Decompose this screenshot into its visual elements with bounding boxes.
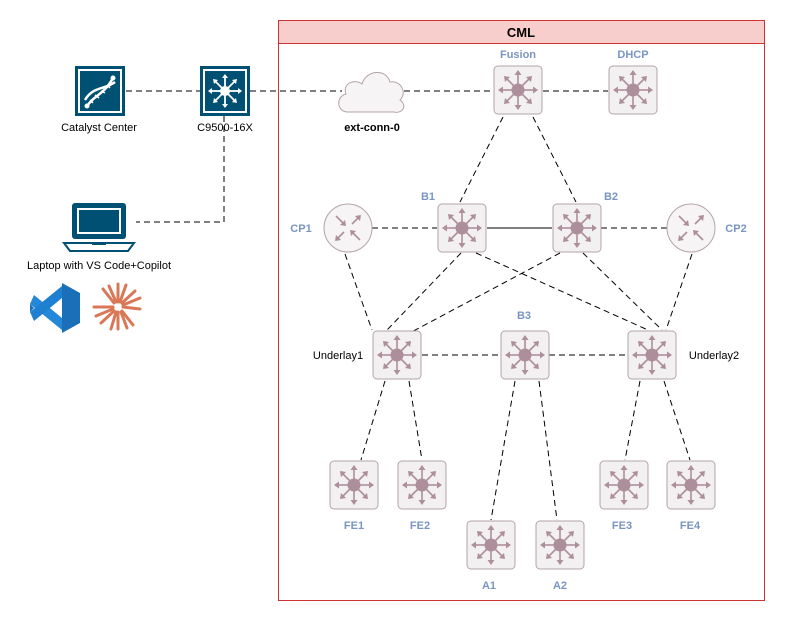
cp1-label: CP1 [290,223,311,235]
underlay2-label: Underlay2 [689,350,739,362]
fe2-switch[interactable]: FE2 [397,460,447,532]
sunburst-icon [92,282,142,331]
cp2-router[interactable]: CP2 [666,203,747,253]
links [126,90,693,521]
switch-icon [200,66,250,116]
dna-center-icon [75,66,125,116]
cloud-icon [338,72,405,113]
b2-switch[interactable]: B2 [552,191,618,253]
c9500-label: C9500-16X [197,122,253,134]
fe4-switch[interactable]: FE4 [666,460,716,532]
cp2-label: CP2 [725,223,746,235]
laptop-icon [62,203,136,252]
fe3-label: FE3 [612,520,632,532]
fe1-switch[interactable]: FE1 [329,460,379,532]
vscode-icon [30,283,80,333]
b1-switch[interactable]: B1 [421,191,487,253]
a1-switch[interactable]: A1 [466,520,516,592]
underlay2-switch[interactable]: Underlay2 [627,330,739,380]
dhcp-label: DHCP [617,49,648,61]
fe2-label: FE2 [410,520,430,532]
catalyst-center[interactable]: Catalyst Center [61,66,137,134]
fe4-label: FE4 [680,520,701,532]
b3-label: B3 [517,310,531,322]
catalyst-center-label: Catalyst Center [61,122,137,134]
underlay1-switch[interactable]: Underlay1 [313,330,422,380]
fe3-switch[interactable]: FE3 [599,460,649,532]
ext-conn-label: ext-conn-0 [344,122,400,134]
b1-label: B1 [421,191,435,203]
underlay1-label: Underlay1 [313,350,363,362]
fusion-label: Fusion [500,49,536,61]
a2-switch[interactable]: A2 [535,520,585,592]
c9500-switch[interactable]: C9500-16X [197,66,253,134]
fe1-label: FE1 [344,520,364,532]
b3-switch[interactable]: B3 [500,310,550,380]
ext-conn-cloud[interactable]: ext-conn-0 [338,72,405,134]
laptop[interactable]: Laptop with VS Code+Copilot [27,203,171,272]
dhcp-switch[interactable]: DHCP [608,49,658,115]
cp1-router[interactable]: CP1 [290,203,373,253]
fusion-switch[interactable]: Fusion [493,49,543,115]
laptop-label: Laptop with VS Code+Copilot [27,260,171,272]
a2-label: A2 [553,580,567,592]
cml-title: CML [507,25,535,40]
a1-label: A1 [482,580,496,592]
b2-label: B2 [604,191,618,203]
